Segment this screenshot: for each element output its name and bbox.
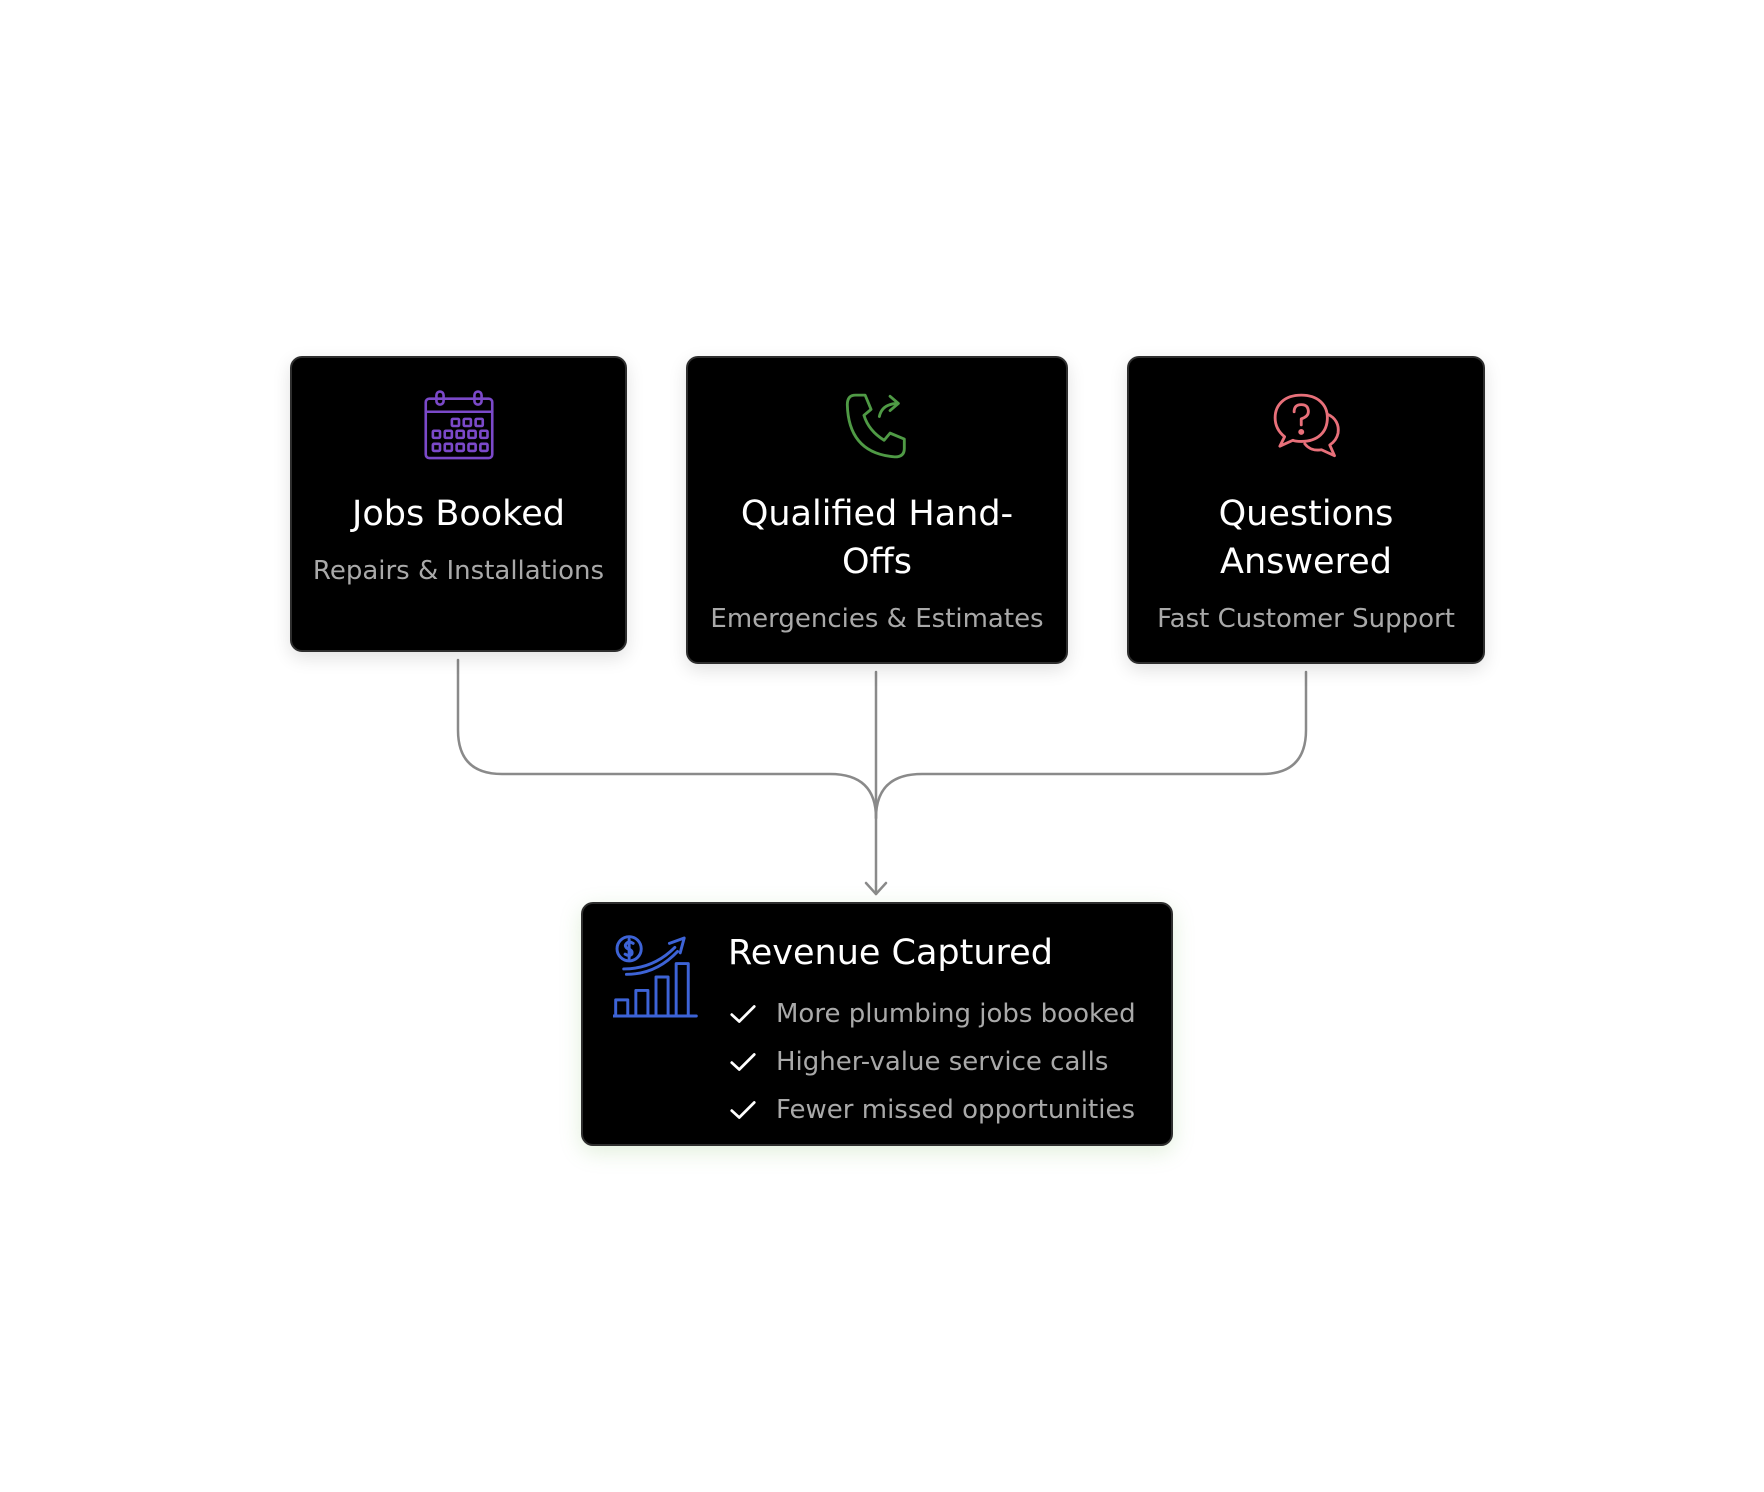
phone-forward-icon (845, 393, 906, 459)
check-icon (730, 1053, 756, 1071)
check-icon (730, 1005, 756, 1023)
list-item-text: Fewer missed opportunities (776, 1095, 1135, 1125)
list-item: More plumbing jobs booked (728, 990, 1136, 1038)
revenue-growth-icon (613, 935, 698, 1018)
card-title: Questions Answered (1218, 494, 1394, 582)
connector-left (456, 658, 878, 820)
outcome-list: More plumbing jobs booked Higher-value s… (728, 990, 1136, 1134)
card-subtitle: Fast Customer Support (1157, 604, 1455, 634)
list-item: Higher-value service calls (728, 1038, 1136, 1086)
card-title: Jobs Booked (352, 494, 565, 534)
card-subtitle: Emergencies & Estimates (710, 604, 1044, 634)
list-item-text: Higher-value service calls (776, 1047, 1109, 1077)
card-subtitle: Repairs & Installations (312, 556, 605, 586)
list-item-text: More plumbing jobs booked (776, 999, 1136, 1029)
outcome-title: Revenue Captured (728, 933, 1053, 973)
calendar-icon (423, 390, 494, 460)
connector-arrowhead (864, 881, 888, 896)
card-qualified-handoffs: Qualified Hand-Offs Emergencies & Estima… (686, 356, 1068, 664)
question-chat-icon (1273, 393, 1340, 458)
check-icon (730, 1101, 756, 1119)
list-item: Fewer missed opportunities (728, 1086, 1136, 1134)
connector-right (874, 670, 1308, 820)
card-revenue-captured: Revenue Captured More plumbing jobs book… (581, 902, 1173, 1146)
card-questions-answered: Questions Answered Fast Customer Support (1127, 356, 1485, 664)
card-jobs-booked: Jobs Booked Repairs & Installations (290, 356, 627, 652)
card-title: Qualified Hand-Offs (740, 494, 1014, 582)
